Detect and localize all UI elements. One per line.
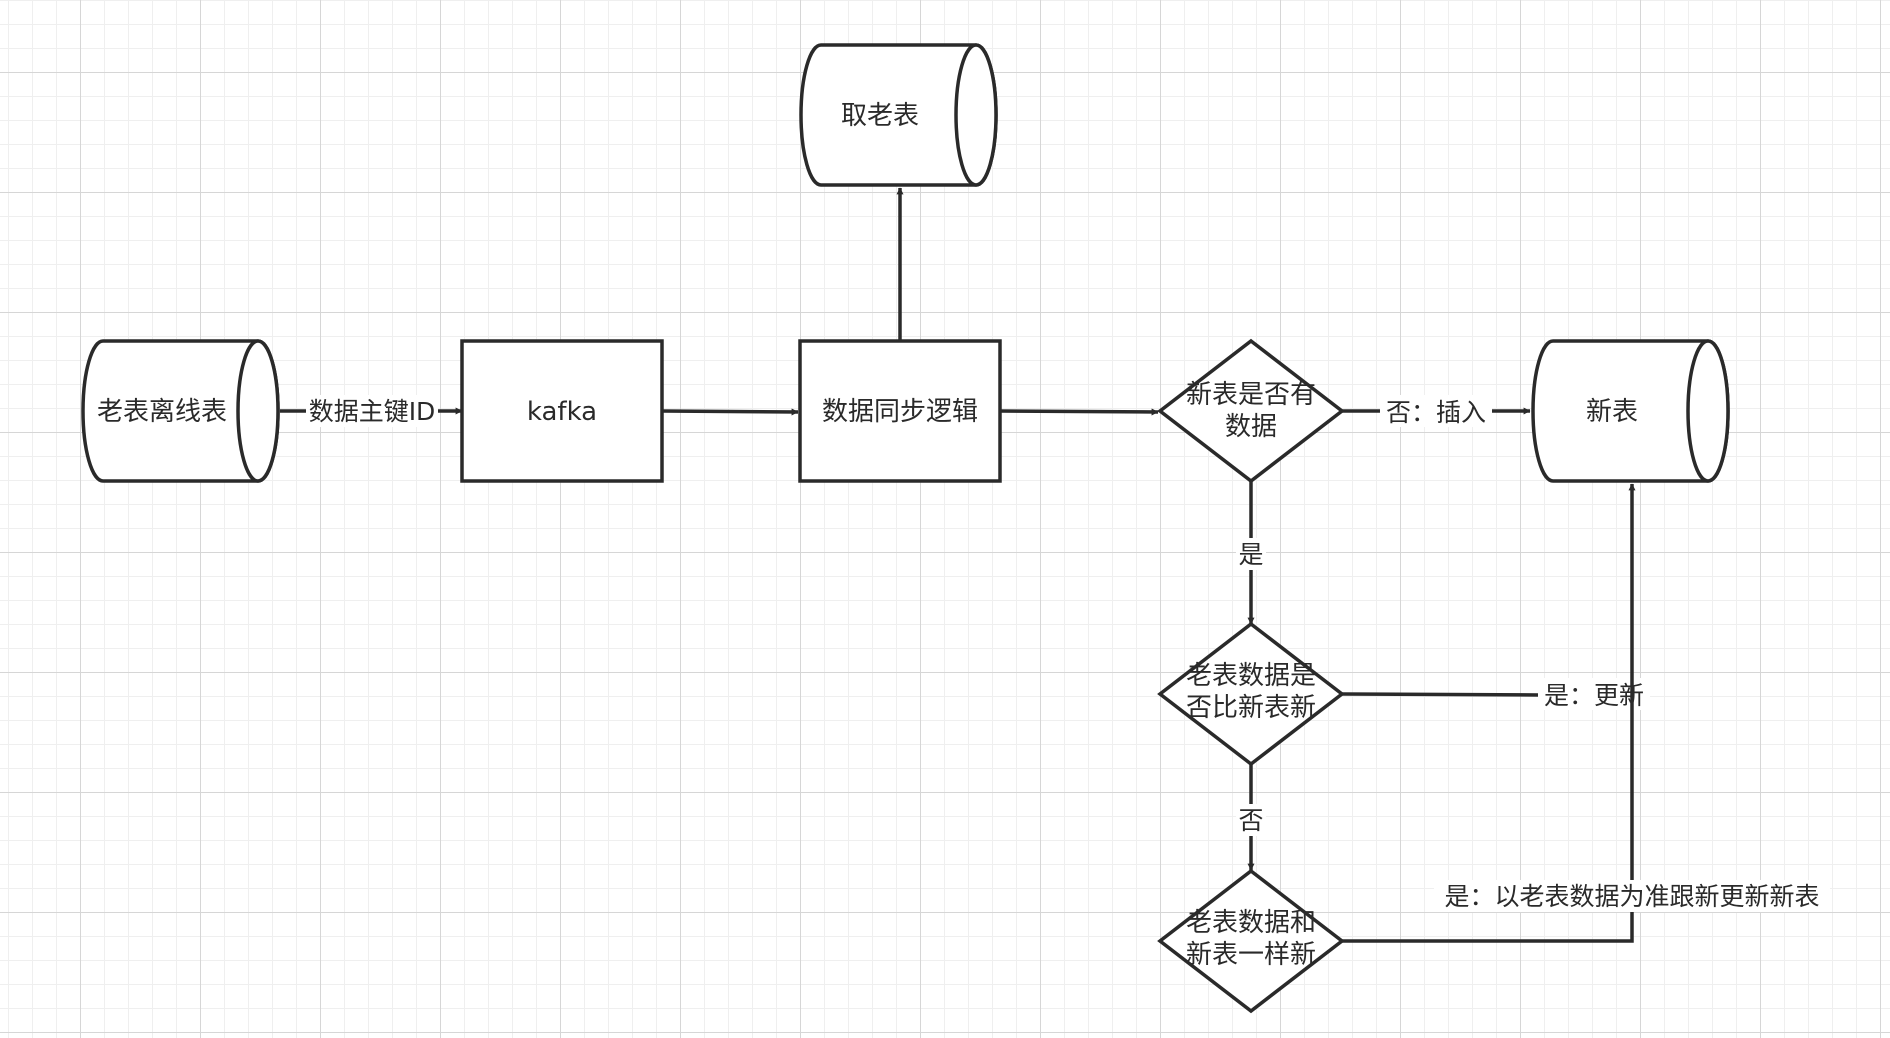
node-sync-logic: 数据同步逻辑 <box>798 339 1002 483</box>
edge-decision2-to-decision3: 否 <box>1236 764 1266 871</box>
node-label-kafka: kafka <box>527 397 597 427</box>
node-old-offline-table: 老表离线表 <box>81 339 280 483</box>
node-kafka: kafka <box>460 339 664 483</box>
node-decision-new-has-data: 新表是否有 数据 <box>1157 338 1345 484</box>
edge-decision1-to-decision2: 是 <box>1236 481 1266 625</box>
node-label-old-newer-1: 老表数据是 <box>1186 661 1316 691</box>
node-label-old-offline-table: 老表离线表 <box>97 397 227 427</box>
node-label-new-has-data-2: 数据 <box>1225 412 1277 442</box>
node-decision-same: 老表数据和 新表一样新 <box>1157 868 1345 1014</box>
edge-decision1-to-new-table: 否：插入 <box>1342 395 1531 427</box>
node-label-same-2: 新表一样新 <box>1186 940 1316 970</box>
edge-label-yes-update: 是：更新 <box>1544 681 1644 710</box>
node-label-sync-logic: 数据同步逻辑 <box>822 397 978 427</box>
edge-kafka-to-sync <box>661 408 799 416</box>
node-label-new-has-data-1: 新表是否有 <box>1186 380 1316 410</box>
edge-decision2-yes-update: 是：更新 <box>1341 678 1650 710</box>
node-label-new-table: 新表 <box>1586 397 1638 427</box>
edge-label-yes: 是 <box>1238 540 1263 569</box>
node-label-old-newer-2: 否比新表新 <box>1186 693 1316 723</box>
edge-label-primary-key: 数据主键ID <box>309 397 436 426</box>
edge-decision3-to-new-table: 是：以老表数据为准跟新更新新表 <box>1342 483 1830 943</box>
node-label-fetch-old-table: 取老表 <box>841 101 919 131</box>
node-decision-old-newer: 老表数据是 否比新表新 <box>1157 621 1345 767</box>
edge-label-yes-update-by-old: 是：以老表数据为准跟新更新新表 <box>1444 882 1819 911</box>
edge-label-no: 否 <box>1238 806 1263 835</box>
node-label-same-1: 老表数据和 <box>1186 908 1316 938</box>
node-fetch-old-table: 取老表 <box>799 43 998 187</box>
node-new-table: 新表 <box>1531 339 1730 483</box>
edge-sync-to-decision1 <box>999 408 1159 416</box>
edge-label-no-insert: 否：插入 <box>1386 398 1486 427</box>
edge-old-to-kafka: 数据主键ID <box>280 395 463 427</box>
